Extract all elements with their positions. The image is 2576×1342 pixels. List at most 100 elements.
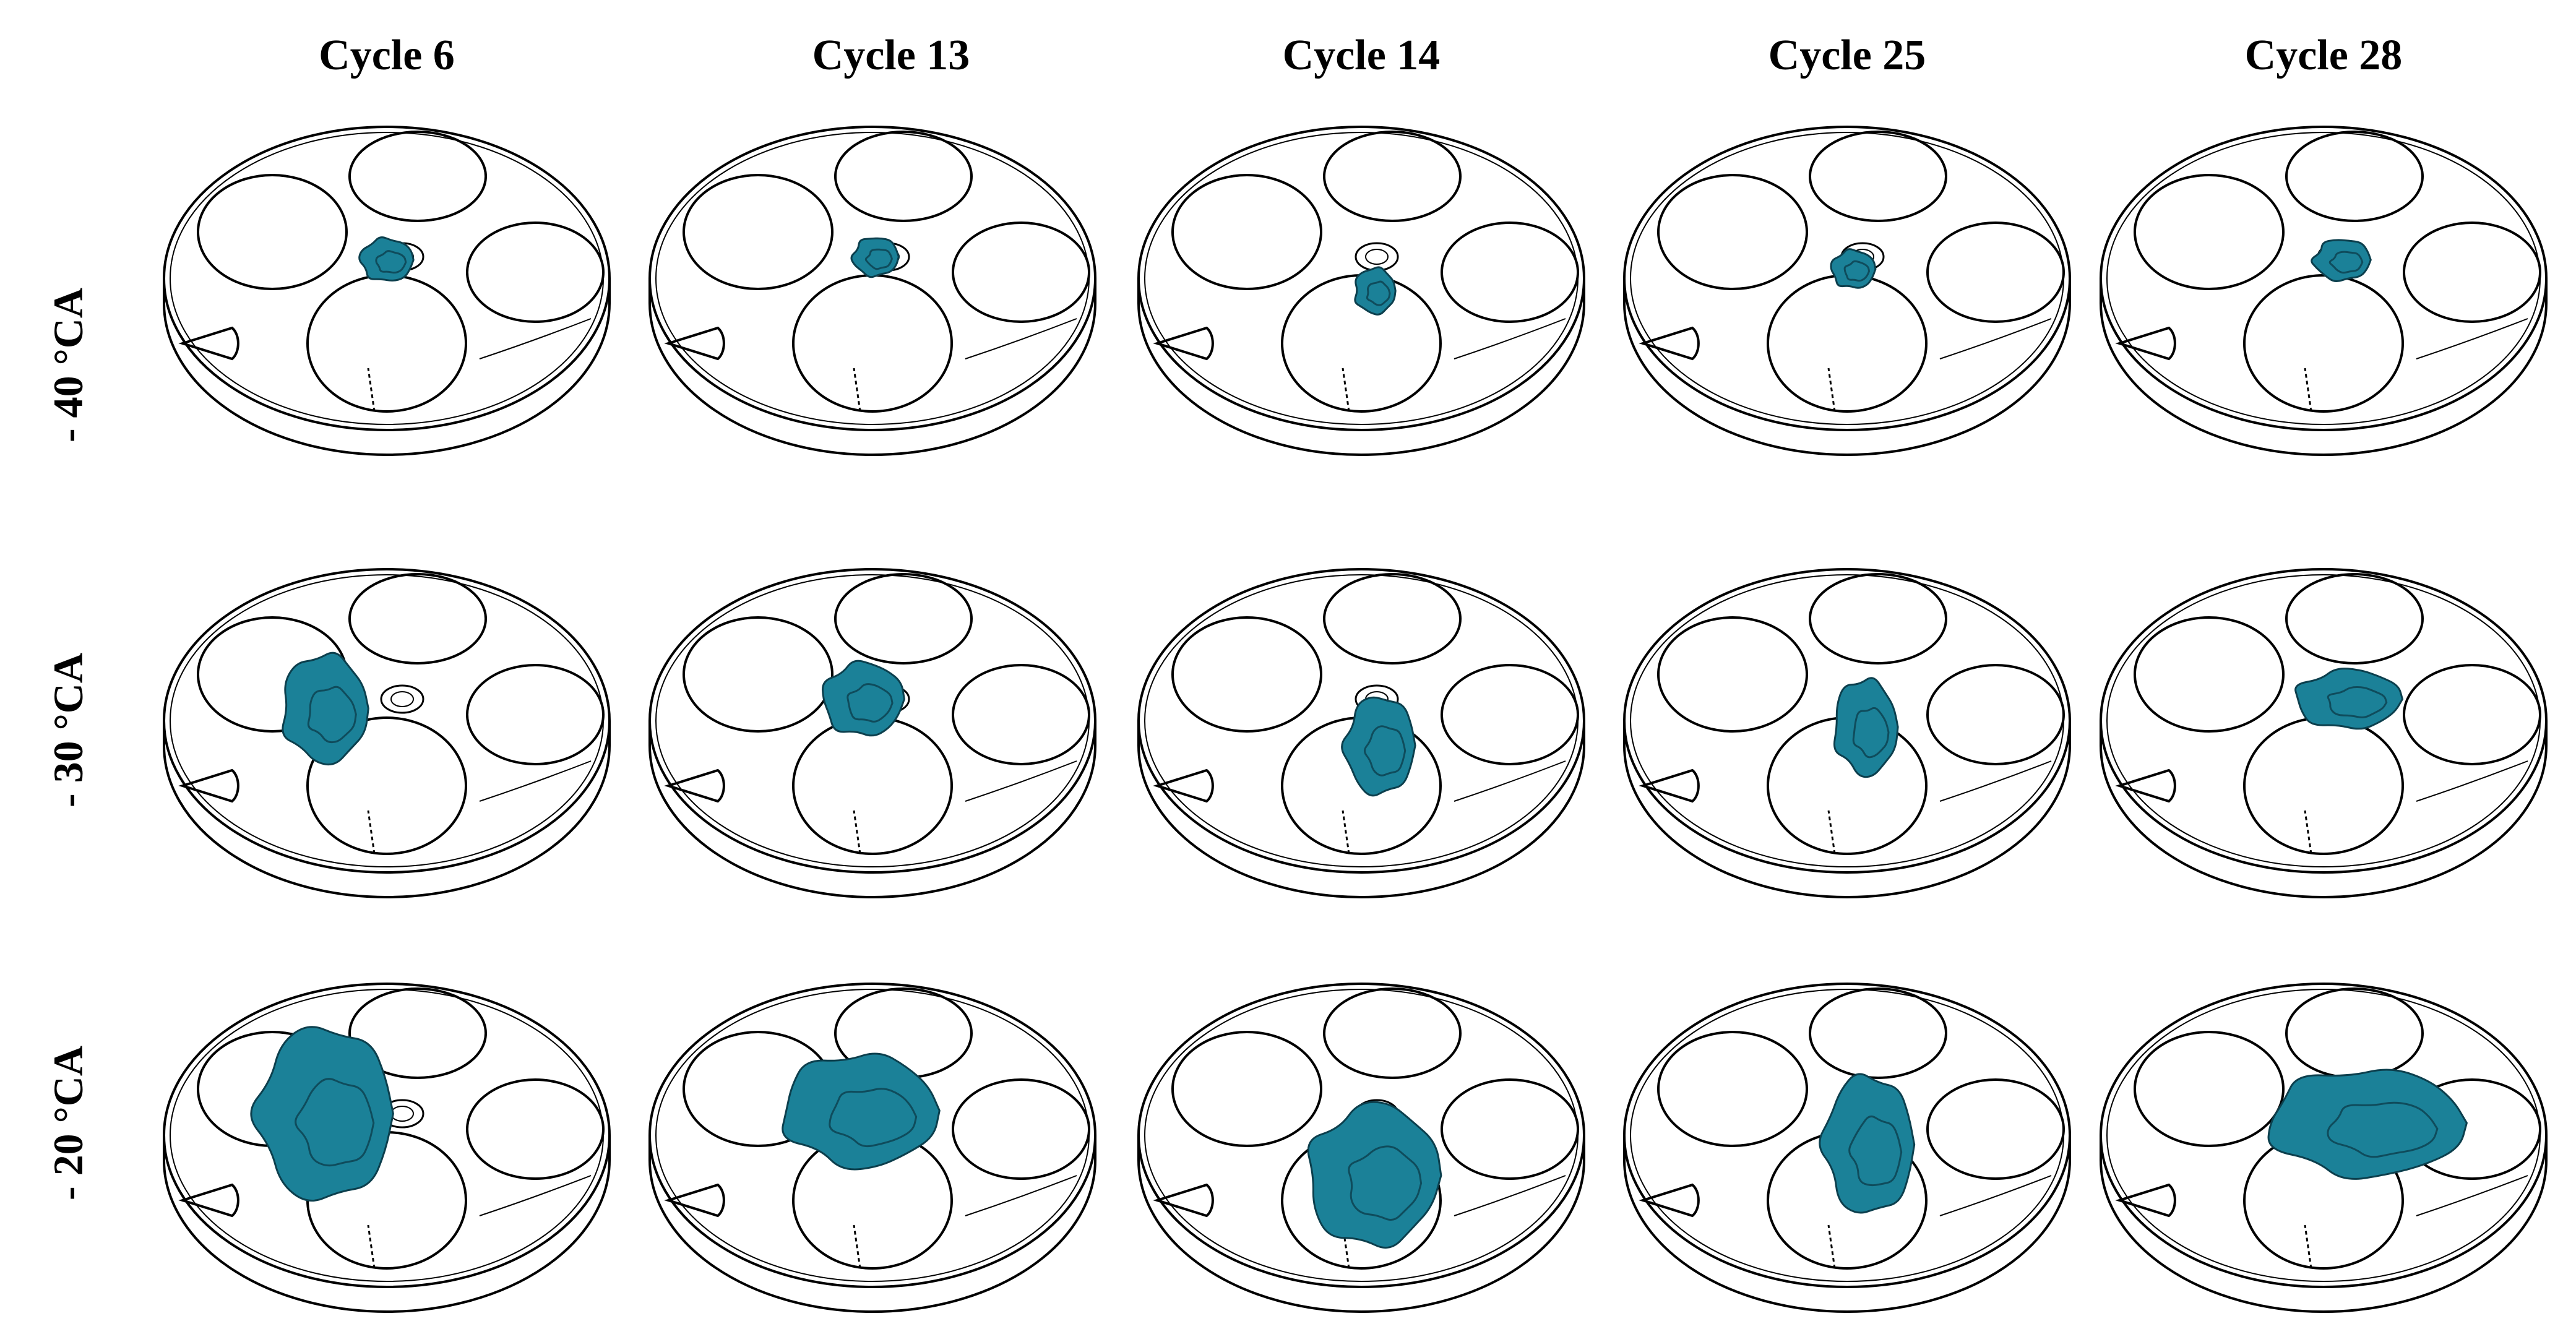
- intake-valve-2: [1323, 131, 1462, 222]
- injector-nozzle: [664, 326, 725, 361]
- head-side: [1137, 278, 1585, 456]
- exhaust-valve-1: [1926, 222, 2065, 323]
- intake-valve-1: [1171, 1031, 1322, 1147]
- injector-nozzle: [1639, 1183, 1700, 1218]
- intake-valve-2: [1809, 987, 1947, 1079]
- intake-valve-2: [834, 573, 973, 665]
- intake-valve-2: [2285, 131, 2424, 222]
- cylinder-head-outline: [2100, 568, 2548, 898]
- exhaust-valve-2: [792, 716, 953, 855]
- head-inner-rim: [655, 132, 1090, 425]
- squish-line: [1939, 1175, 2052, 1216]
- pent-roof-edge: [1827, 1224, 1836, 1269]
- exhaust-valve-1: [1926, 1078, 2065, 1180]
- pent-roof-edge: [367, 1224, 376, 1269]
- flame-kernel-surface: [1819, 1073, 1916, 1214]
- cylinder-head-outline: [1623, 126, 2071, 456]
- exhaust-valve-1: [952, 664, 1090, 765]
- exhaust-valve-1: [466, 222, 605, 323]
- flame-kernel: [821, 660, 905, 737]
- row-header-minus-40-ca: - 40 °CA: [45, 287, 92, 443]
- flame-kernel: [1819, 1073, 1916, 1214]
- pent-roof-edge: [1827, 810, 1836, 854]
- pent-roof-edge: [1342, 810, 1350, 854]
- injector-nozzle: [1639, 326, 1700, 361]
- head-side: [163, 1135, 611, 1313]
- injector-nozzle: [178, 326, 239, 361]
- flame-kernel-mesh: [375, 250, 407, 274]
- pent-roof-edge: [2304, 1224, 2312, 1269]
- squish-line: [965, 318, 1077, 359]
- injector-nozzle: [178, 1183, 239, 1218]
- flame-kernel-surface: [782, 1052, 941, 1171]
- injector-nozzle: [1153, 326, 1214, 361]
- injector-nozzle: [1639, 768, 1700, 803]
- head-inner-rim: [170, 574, 604, 867]
- pent-roof-edge: [853, 1224, 861, 1269]
- engine-panel: [163, 983, 611, 1313]
- squish-line: [1454, 318, 1566, 359]
- flame-kernel: [782, 1052, 941, 1171]
- column-header-cycle-6: Cycle 6: [319, 32, 455, 79]
- spark-plug-ring: [1355, 242, 1399, 272]
- engine-panel: [648, 568, 1096, 898]
- squish-line: [2416, 760, 2528, 802]
- exhaust-valve-1: [1441, 664, 1579, 765]
- flame-kernel: [2267, 1069, 2468, 1180]
- engine-panel: [648, 983, 1096, 1313]
- exhaust-valve-1: [466, 1078, 605, 1180]
- intake-valve-1: [2134, 174, 2285, 290]
- flame-kernel-surface: [282, 652, 369, 766]
- squish-line: [2416, 1175, 2528, 1216]
- head-side: [2100, 278, 2548, 456]
- engine-panel: [2100, 983, 2548, 1313]
- intake-valve-1: [2134, 616, 2285, 733]
- flame-kernel-surface: [250, 1026, 394, 1202]
- flame-kernel-mesh: [295, 1078, 375, 1167]
- squish-line: [1454, 1175, 1566, 1216]
- engine-panel: [1137, 126, 1585, 456]
- spark-plug-ring-inner: [390, 1106, 414, 1122]
- engine-panel: [163, 126, 611, 456]
- squish-line: [965, 1175, 1077, 1216]
- flame-kernel-mesh: [1848, 1115, 1903, 1187]
- exhaust-valve-2: [1767, 274, 1928, 413]
- intake-valve-2: [1323, 573, 1462, 665]
- head-side: [1137, 1135, 1585, 1313]
- head-side: [1623, 721, 2071, 898]
- head-side: [648, 278, 1096, 456]
- flame-kernel-surface: [2294, 668, 2404, 730]
- intake-valve-2: [834, 131, 973, 222]
- squish-line: [479, 1175, 592, 1216]
- injector-nozzle: [178, 768, 239, 803]
- exhaust-valve-1: [1926, 664, 2065, 765]
- engine-panel: [648, 126, 1096, 456]
- intake-valve-2: [1323, 987, 1462, 1079]
- exhaust-valve-2: [2243, 716, 2404, 855]
- flame-kernel: [2294, 668, 2404, 730]
- exhaust-valve-1: [2403, 222, 2541, 323]
- flame-kernel: [1341, 696, 1416, 797]
- injector-nozzle: [1153, 768, 1214, 803]
- flame-kernel-mesh: [864, 248, 893, 270]
- engine-panel: [1137, 983, 1585, 1313]
- injector-nozzle: [2115, 768, 2176, 803]
- exhaust-valve-1: [466, 664, 605, 765]
- head-side: [1623, 1135, 2071, 1313]
- intake-valve-2: [348, 987, 487, 1079]
- injector-nozzle: [2115, 326, 2176, 361]
- injector-nozzle: [2115, 1183, 2176, 1218]
- pent-roof-edge: [853, 368, 861, 412]
- engine-panel: [1623, 568, 2071, 898]
- cylinder-head-outline: [1623, 568, 2071, 898]
- spark-plug-ring-inner: [390, 691, 414, 707]
- intake-valve-2: [348, 131, 487, 222]
- exhaust-valve-2: [2243, 274, 2404, 413]
- cylinder-head-outline: [163, 568, 611, 898]
- intake-valve-1: [1657, 616, 1808, 733]
- pent-roof-edge: [367, 810, 376, 854]
- engine-panel: [2100, 568, 2548, 898]
- intake-valve-2: [348, 573, 487, 665]
- spark-plug-ring: [380, 684, 424, 714]
